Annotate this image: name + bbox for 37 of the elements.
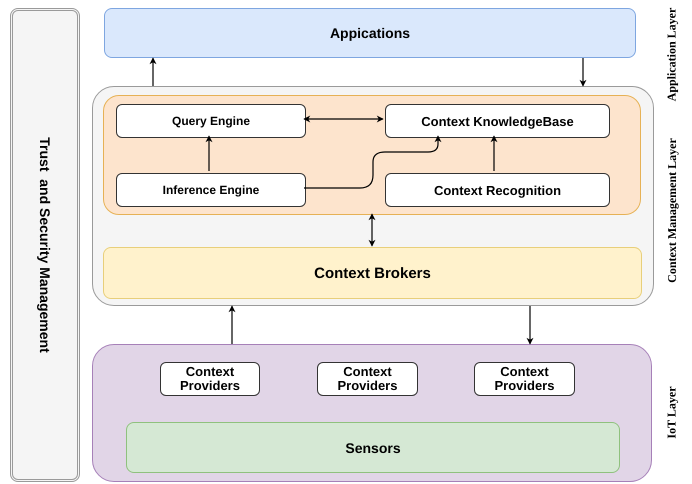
process-box bbox=[385, 104, 610, 138]
band bbox=[10, 8, 80, 482]
process-box bbox=[160, 362, 260, 396]
box-label: Context KnowledgeBase bbox=[421, 114, 574, 128]
box-label: Inference Engine bbox=[162, 183, 260, 197]
layer-label: IoT Layer bbox=[664, 386, 680, 438]
arrow bbox=[150, 57, 156, 86]
arrow bbox=[206, 135, 212, 171]
box-label: Sensors bbox=[345, 440, 401, 456]
arrow bbox=[304, 135, 442, 189]
arrow bbox=[526, 306, 534, 345]
box-label: Context Providers bbox=[336, 364, 398, 394]
process-box bbox=[317, 362, 418, 396]
process-box bbox=[103, 247, 642, 299]
layer-box bbox=[104, 8, 636, 58]
box-label: Trust and Security Management bbox=[37, 137, 53, 353]
process-box bbox=[126, 422, 620, 473]
box-label: Context Providers bbox=[179, 364, 241, 394]
arrow bbox=[228, 305, 236, 344]
box-label: Context Recognition bbox=[434, 182, 562, 198]
layer-label: Application Layer bbox=[664, 7, 680, 101]
arrow bbox=[490, 135, 498, 171]
layer-container bbox=[92, 86, 654, 306]
process-box bbox=[385, 173, 610, 207]
box-label: Appications bbox=[330, 25, 410, 41]
arrow bbox=[303, 116, 384, 122]
layer-label: Context Management Layer bbox=[664, 138, 680, 282]
arrow bbox=[368, 213, 376, 247]
layer-container bbox=[92, 344, 652, 482]
process-box bbox=[116, 104, 306, 138]
box-label: Query Engine bbox=[172, 114, 250, 128]
process-box bbox=[116, 173, 306, 207]
arrow bbox=[580, 58, 586, 87]
process-box bbox=[474, 362, 575, 396]
group-box bbox=[103, 95, 641, 215]
box-label: Context Brokers bbox=[314, 264, 431, 282]
box-label: Context Providers bbox=[494, 364, 556, 394]
